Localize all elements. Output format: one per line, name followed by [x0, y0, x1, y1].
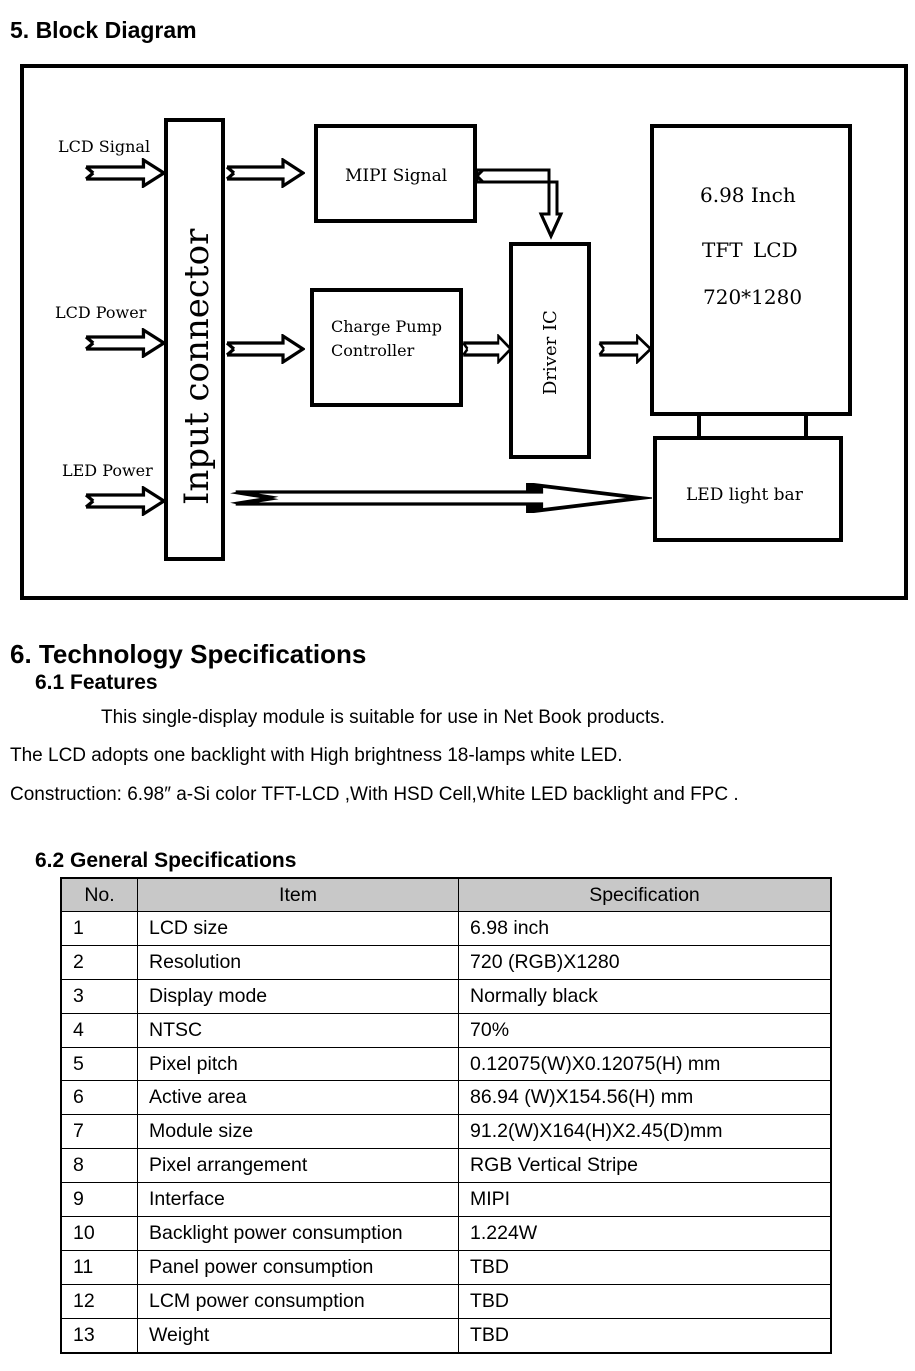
- cell-no: 2: [60, 944, 138, 980]
- lcd-power-arrow: [84, 328, 166, 358]
- driver-ic-box: [509, 242, 591, 459]
- charge-pump-box: [310, 288, 463, 407]
- cell-no: 11: [60, 1249, 138, 1285]
- cell-item: Pixel arrangement: [137, 1148, 459, 1184]
- cell-spec: 0.12075(W)X0.12075(H) mm: [458, 1046, 832, 1082]
- input-connector-box: [164, 118, 225, 561]
- cell-no: 4: [60, 1012, 138, 1048]
- diagram-frame: [20, 64, 908, 600]
- led-power-label: LED Power: [62, 461, 153, 480]
- cell-item: Pixel pitch: [137, 1046, 459, 1082]
- cell-spec: 91.2(W)X164(H)X2.45(D)mm: [458, 1114, 832, 1150]
- led-light-bar-label: LED light bar: [686, 485, 804, 505]
- lcd-resolution-label: 720*1280: [703, 285, 802, 309]
- table-header-row: No. Item Specification: [60, 877, 832, 912]
- cell-no: 12: [60, 1283, 138, 1319]
- driver-to-lcd-arrow: [598, 334, 652, 364]
- mipi-signal-label: MIPI Signal: [345, 166, 447, 186]
- cell-item: Display mode: [137, 978, 459, 1014]
- block-diagram: LCD Signal LCD Power LED Power Input con…: [20, 64, 908, 600]
- features-line-1: This single-display module is suitable f…: [101, 707, 665, 728]
- cell-item: Panel power consumption: [137, 1249, 459, 1285]
- cell-spec: TBD: [458, 1317, 832, 1354]
- to-led-bar-arrow: [236, 485, 642, 511]
- to-charge-pump-arrow: [225, 334, 305, 364]
- lcd-signal-arrow: [84, 158, 166, 188]
- general-specs-heading: 6.2 General Specifications: [35, 849, 297, 872]
- cell-no: 6: [60, 1080, 138, 1116]
- cell-item: Weight: [137, 1317, 459, 1354]
- cell-no: 9: [60, 1182, 138, 1218]
- mipi-signal-box: [314, 124, 477, 223]
- lcd-tft-label: TFT: [702, 238, 743, 262]
- cell-no: 13: [60, 1317, 138, 1354]
- cell-item: NTSC: [137, 1012, 459, 1048]
- cell-item: Module size: [137, 1114, 459, 1150]
- cell-item: Backlight power consumption: [137, 1216, 459, 1251]
- cell-item: Resolution: [137, 944, 459, 980]
- cell-item: Interface: [137, 1182, 459, 1218]
- cell-no: 8: [60, 1148, 138, 1184]
- charge-pump-label-2: Controller: [331, 341, 415, 360]
- lcd-led-connector: [697, 412, 808, 440]
- cell-no: 10: [60, 1216, 138, 1251]
- cell-no: 1: [60, 911, 138, 946]
- cell-item: LCM power consumption: [137, 1283, 459, 1319]
- cell-spec: TBD: [458, 1249, 832, 1285]
- mipi-to-driver-arrow: [475, 168, 564, 240]
- lcd-signal-label: LCD Signal: [58, 137, 150, 156]
- features-line-2: The LCD adopts one backlight with High b…: [10, 745, 623, 766]
- lcd-power-label: LCD Power: [55, 303, 147, 322]
- cell-spec: TBD: [458, 1283, 832, 1319]
- cell-spec: 86.94 (W)X154.56(H) mm: [458, 1080, 832, 1116]
- lcd-size-label: 6.98 Inch: [700, 183, 796, 207]
- header-specification: Specification: [458, 877, 832, 912]
- cell-no: 3: [60, 978, 138, 1014]
- features-heading: 6.1 Features: [35, 671, 158, 694]
- charge-pump-label-1: Charge Pump: [331, 317, 442, 336]
- cell-no: 5: [60, 1046, 138, 1082]
- tech-specs-heading: 6. Technology Specifications: [10, 639, 367, 669]
- cell-spec: 1.224W: [458, 1216, 832, 1251]
- to-mipi-arrow: [225, 158, 305, 188]
- input-connector-label: Input connector: [177, 228, 217, 505]
- header-item: Item: [137, 877, 459, 912]
- features-line-3: Construction: 6.98″ a-Si color TFT-LCD ,…: [10, 784, 739, 805]
- cell-spec: 70%: [458, 1012, 832, 1048]
- cell-item: Active area: [137, 1080, 459, 1116]
- block-diagram-heading: 5. Block Diagram: [10, 17, 197, 43]
- driver-ic-label: Driver IC: [540, 310, 561, 395]
- led-power-arrow: [84, 486, 166, 516]
- cell-spec: RGB Vertical Stripe: [458, 1148, 832, 1184]
- charge-pump-to-driver-arrow: [462, 334, 512, 364]
- lcd-panel-box: [650, 124, 852, 416]
- led-light-bar-box: [653, 436, 843, 542]
- lcd-type-label: LCD: [753, 238, 798, 262]
- cell-spec: MIPI: [458, 1182, 832, 1218]
- cell-spec: 720 (RGB)X1280: [458, 944, 832, 980]
- header-no: No.: [60, 877, 138, 912]
- cell-item: LCD size: [137, 911, 459, 946]
- cell-spec: 6.98 inch: [458, 911, 832, 946]
- cell-no: 7: [60, 1114, 138, 1150]
- cell-spec: Normally black: [458, 978, 832, 1014]
